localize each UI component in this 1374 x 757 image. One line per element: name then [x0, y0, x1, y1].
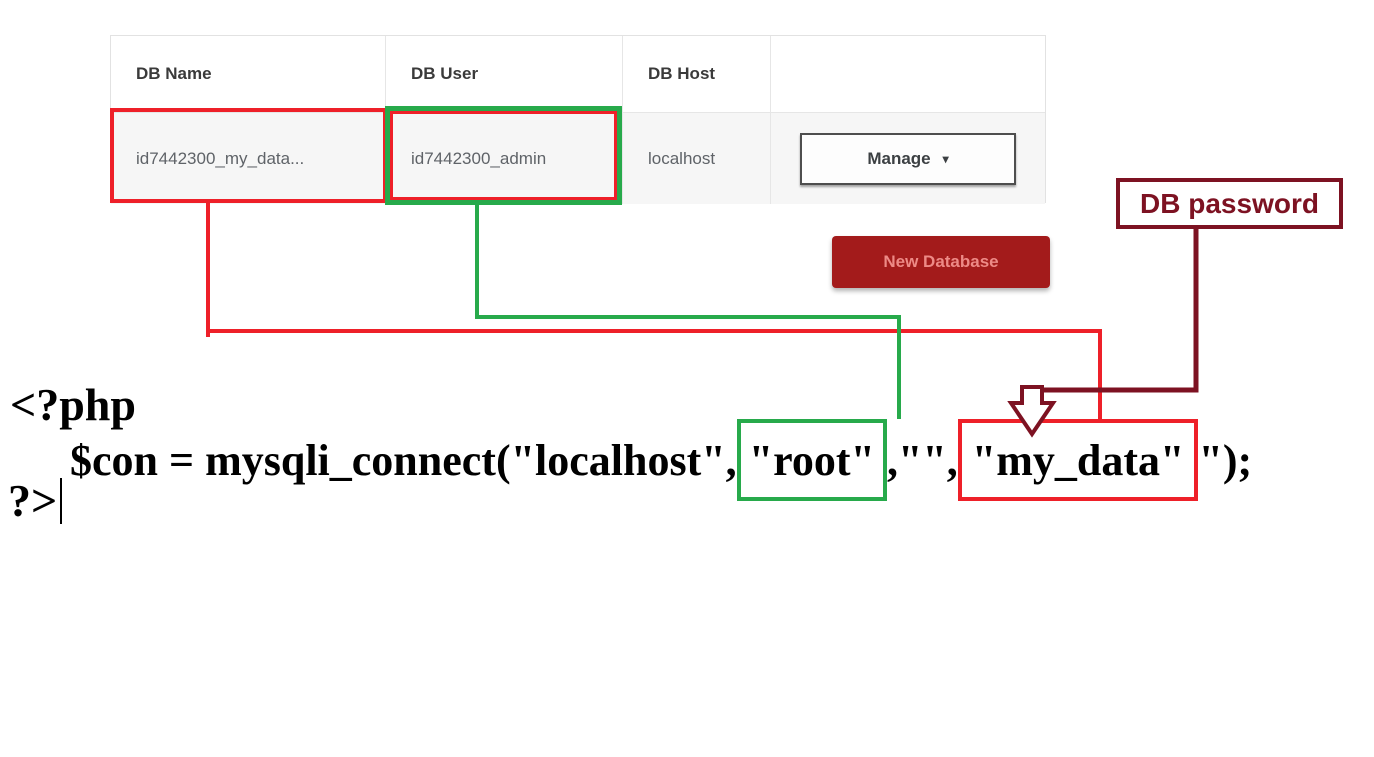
cell-db-host: localhost	[623, 113, 771, 204]
code-password-arg: ,"",	[886, 435, 958, 485]
db-user-highlight-box	[385, 106, 622, 205]
cell-actions: Manage ▾	[771, 113, 1045, 204]
cell-db-name: id7442300_my_data...	[111, 113, 386, 204]
column-header-db-name: DB Name	[111, 36, 386, 113]
code-line-connect: $con = mysqli_connect("localhost", "root…	[70, 419, 1252, 501]
manage-button[interactable]: Manage ▾	[800, 132, 1016, 185]
column-header-db-user: DB User	[386, 36, 623, 113]
code-user-arg-box: "root"	[736, 419, 887, 501]
code-php-close-text: ?>	[8, 475, 58, 526]
caret-down-icon: ▾	[942, 151, 949, 166]
column-header-actions	[771, 36, 1045, 113]
text-cursor	[60, 477, 63, 524]
code-line-php-close: ?>	[8, 474, 63, 527]
databases-table: DB Name DB User DB Host id7442300_my_dat…	[110, 35, 1046, 204]
db-user-highlight-box-inner	[390, 111, 617, 200]
db-password-label: DB password	[1116, 178, 1343, 229]
code-connect-prefix: $con = mysqli_connect("localhost",	[70, 435, 737, 485]
manage-button-label: Manage	[867, 148, 931, 168]
db-name-highlight-box	[110, 108, 387, 203]
db-password-connector-line	[1034, 228, 1199, 393]
cell-db-user: id7442300_admin	[386, 113, 623, 204]
code-line-php-open: <?php	[10, 379, 136, 430]
column-header-db-host: DB Host	[623, 36, 771, 113]
code-db-arg-box: "my_data"	[957, 419, 1199, 501]
code-connect-suffix: ");	[1198, 435, 1253, 485]
new-database-button[interactable]: New Database	[832, 236, 1050, 288]
